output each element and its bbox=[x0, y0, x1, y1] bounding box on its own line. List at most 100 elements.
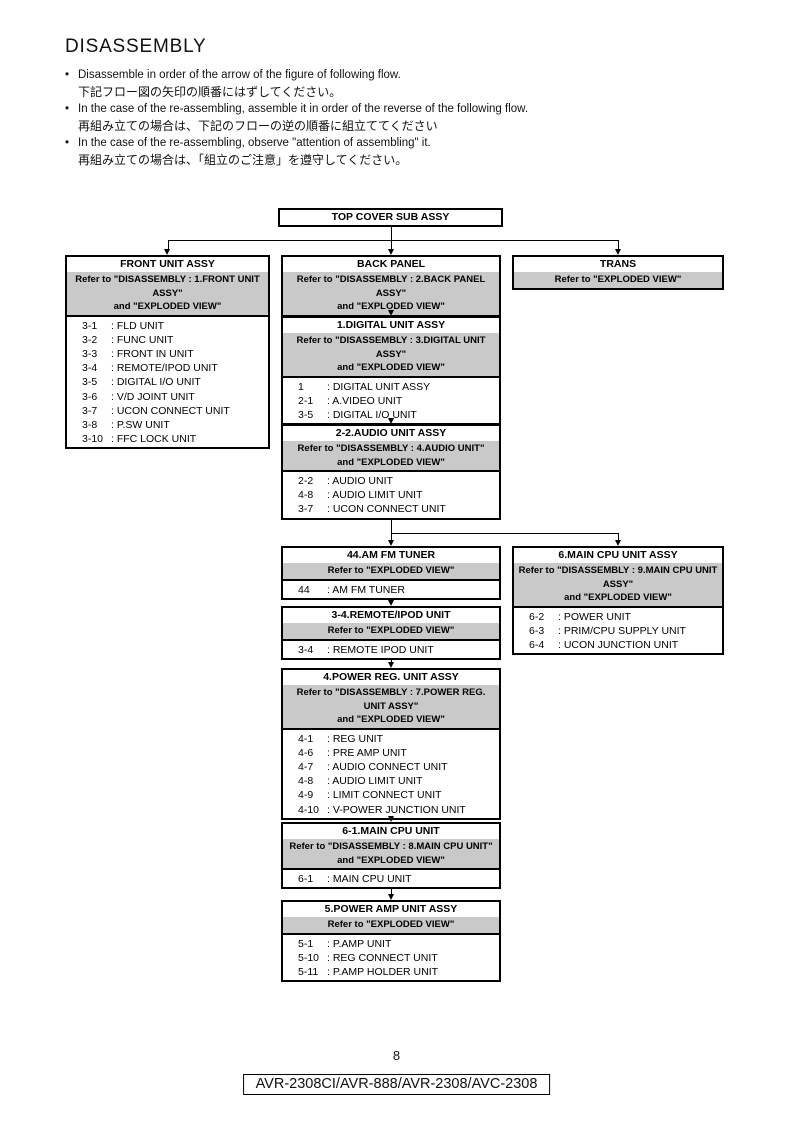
page-number: 8 bbox=[392, 1048, 401, 1063]
flow-box-item: 4-6: PRE AMP UNIT bbox=[283, 746, 499, 760]
instruction-en-text: Disassemble in order of the arrow of the… bbox=[78, 69, 401, 81]
connector-line bbox=[391, 889, 392, 895]
flow-box-remote-ipod: 3-4.REMOTE/IPOD UNIT Refer to "EXPLODED V… bbox=[281, 606, 501, 660]
connector-arrow-down bbox=[164, 249, 170, 255]
instruction-en-text: In the case of the re-assembling, assemb… bbox=[78, 103, 529, 115]
flow-box-item-list: 44: AM FM TUNER bbox=[283, 578, 499, 598]
instruction-en-row: • In the case of the re-assembling, assem… bbox=[65, 101, 685, 118]
item-number: 6-4 bbox=[529, 638, 545, 651]
flow-box-refer-line: Refer to "DISASSEMBLY : 9.MAIN CPU UNIT … bbox=[518, 565, 718, 590]
item-number: 3-5 bbox=[82, 376, 98, 389]
instruction-item: •In the case of the re-assembling, obser… bbox=[65, 135, 685, 169]
flow-box-item: 2-1 : A.VIDEO UNIT bbox=[283, 394, 499, 408]
flow-box-refer-line: and "EXPLODED VIEW" bbox=[337, 714, 445, 725]
item-number: 5-11 bbox=[298, 965, 319, 978]
flow-box-refer: Refer to "DISASSEMBLY : 2.BACK PANEL ASS… bbox=[283, 272, 499, 315]
item-name: : FLD UNIT bbox=[111, 319, 165, 332]
item-number: 3-7 bbox=[298, 503, 314, 516]
flow-box-refer-line: Refer to "EXPLODED VIEW" bbox=[327, 625, 455, 636]
item-number: 3-10 bbox=[82, 433, 104, 446]
connector-arrow-down bbox=[387, 894, 394, 900]
item-number: 6-1 bbox=[298, 873, 314, 885]
flow-box-item: 4-1: REG UNIT bbox=[283, 732, 499, 746]
flow-box-item: 6-1: MAIN CPU UNIT bbox=[283, 872, 499, 886]
instruction-ja-text: 再組み立ての場合は、下記のフローの逆の順番に組立ててください bbox=[78, 119, 438, 133]
connector-line bbox=[618, 240, 619, 250]
flow-box-title: 5.POWER AMP UNIT ASSY bbox=[324, 903, 458, 915]
flow-box-refer: Refer to "DISASSEMBLY : 1.FRONT UNIT ASS… bbox=[67, 272, 268, 315]
item-name: : REMOTE/IPOD UNIT bbox=[111, 362, 218, 375]
connector-line bbox=[391, 240, 392, 250]
item-name: : DIGITAL I/O UNIT bbox=[327, 408, 417, 421]
item-number: 6-2 bbox=[529, 610, 545, 623]
item-number: 3-6 bbox=[82, 390, 98, 403]
flow-box-item: 3-5: DIGITAL I/O UNIT bbox=[283, 408, 499, 422]
item-number: 5-10 bbox=[298, 951, 320, 964]
item-number: 4-8 bbox=[298, 489, 314, 502]
item-name: : A.VIDEO UNIT bbox=[327, 394, 403, 407]
item-number: 3-7 bbox=[82, 404, 98, 417]
model-list-box: AVR-2308CI/AVR-888/AVR-2308/AVC-2308 bbox=[242, 1074, 551, 1095]
flow-box-refer-line: Refer to "DISASSEMBLY : 7.POWER REG. UNI… bbox=[296, 687, 486, 712]
flow-box-refer-line: and "EXPLODED VIEW" bbox=[337, 456, 445, 468]
flow-box-refer-line: Refer to "DISASSEMBLY : 1.FRONT UNIT ASS… bbox=[75, 274, 260, 299]
flow-box-refer-line: and "EXPLODED VIEW" bbox=[113, 301, 222, 312]
item-number: 4-8 bbox=[298, 775, 314, 788]
item-number: 4-10 bbox=[298, 803, 320, 816]
connector-arrow-down bbox=[387, 310, 394, 316]
flow-box-item: 4-8 : AUDIO LIMIT UNIT bbox=[283, 488, 499, 502]
flow-box-item: 3-7: UCON CONNECT UNIT bbox=[283, 502, 499, 516]
item-number: 2-1 bbox=[298, 394, 314, 407]
flow-box-title: TRANS bbox=[599, 258, 637, 270]
flow-box-item: 3-8: P.SW UNIT bbox=[67, 418, 268, 432]
item-name: : AUDIO LIMIT UNIT bbox=[327, 489, 423, 502]
flow-box-refer: Refer to "EXPLODED VIEW" bbox=[283, 563, 499, 579]
model-list: AVR-2308CI/AVR-888/AVR-2308/AVC-2308 bbox=[255, 1076, 538, 1092]
flow-box-refer-line: and "EXPLODED VIEW" bbox=[564, 592, 672, 603]
flow-box-refer-line: Refer to "EXPLODED VIEW" bbox=[327, 919, 455, 930]
flow-box-item: 4-8 : AUDIO LIMIT UNIT bbox=[283, 774, 499, 788]
item-name: : REMOTE IPOD UNIT bbox=[327, 643, 434, 656]
connector-arrow-down bbox=[387, 418, 394, 424]
flow-box-title: 44.AM FM TUNER bbox=[346, 549, 436, 561]
item-name: : AUDIO LIMIT UNIT bbox=[327, 775, 423, 788]
flow-box-item: 3-5 : DIGITAL I/O UNIT bbox=[67, 375, 268, 389]
item-number: 5-1 bbox=[298, 937, 314, 950]
bullet-dot: • bbox=[65, 69, 70, 81]
instruction-ja-text: 下記フロー図の矢印の順番にはずしてください。 bbox=[78, 85, 342, 99]
item-number: 1 bbox=[298, 380, 304, 393]
item-name: : AUDIO UNIT bbox=[327, 475, 393, 487]
connector-line bbox=[167, 240, 169, 250]
flow-box-refer-line: Refer to "EXPLODED VIEW" bbox=[554, 274, 682, 285]
flow-box-item: 5-1 : P.AMP UNIT bbox=[283, 937, 499, 951]
connector-arrow-down bbox=[387, 600, 394, 606]
flow-box-refer: Refer to "DISASSEMBLY : 3.DIGITAL UNIT A… bbox=[283, 333, 499, 376]
flow-box-item: 5-11: P.AMP HOLDER UNIT bbox=[283, 965, 499, 979]
flow-box-refer-line: and "EXPLODED VIEW" bbox=[337, 362, 445, 373]
page-title: DISASSEMBLY bbox=[65, 36, 207, 57]
item-name: : UCON JUNCTION UNIT bbox=[558, 638, 679, 651]
flow-box-title: 3-4.REMOTE/IPOD UNIT bbox=[331, 609, 451, 621]
instruction-en-row: •In the case of the re-assembling, obser… bbox=[65, 135, 685, 152]
item-number: 4-9 bbox=[298, 789, 314, 802]
flow-box-refer-line: and "EXPLODED VIEW" bbox=[337, 854, 445, 866]
connector-arrow-down bbox=[387, 816, 394, 822]
flow-box-item: 4-10: V-POWER JUNCTION UNIT bbox=[283, 803, 499, 817]
bullet-dot: • bbox=[65, 103, 70, 115]
item-number: 3-8 bbox=[82, 418, 98, 431]
flow-box-refer: Refer to "EXPLODED VIEW" bbox=[283, 623, 499, 639]
item-name: : DIGITAL I/O UNIT bbox=[111, 376, 201, 389]
flow-box-title: 2-2.AUDIO UNIT ASSY bbox=[335, 427, 447, 439]
item-number: 4-6 bbox=[298, 746, 314, 759]
flow-box-item-list: 3-4: REMOTE IPOD UNIT bbox=[283, 638, 499, 658]
connector-arrow-down bbox=[387, 662, 394, 668]
item-name: : P.AMP UNIT bbox=[327, 937, 392, 950]
